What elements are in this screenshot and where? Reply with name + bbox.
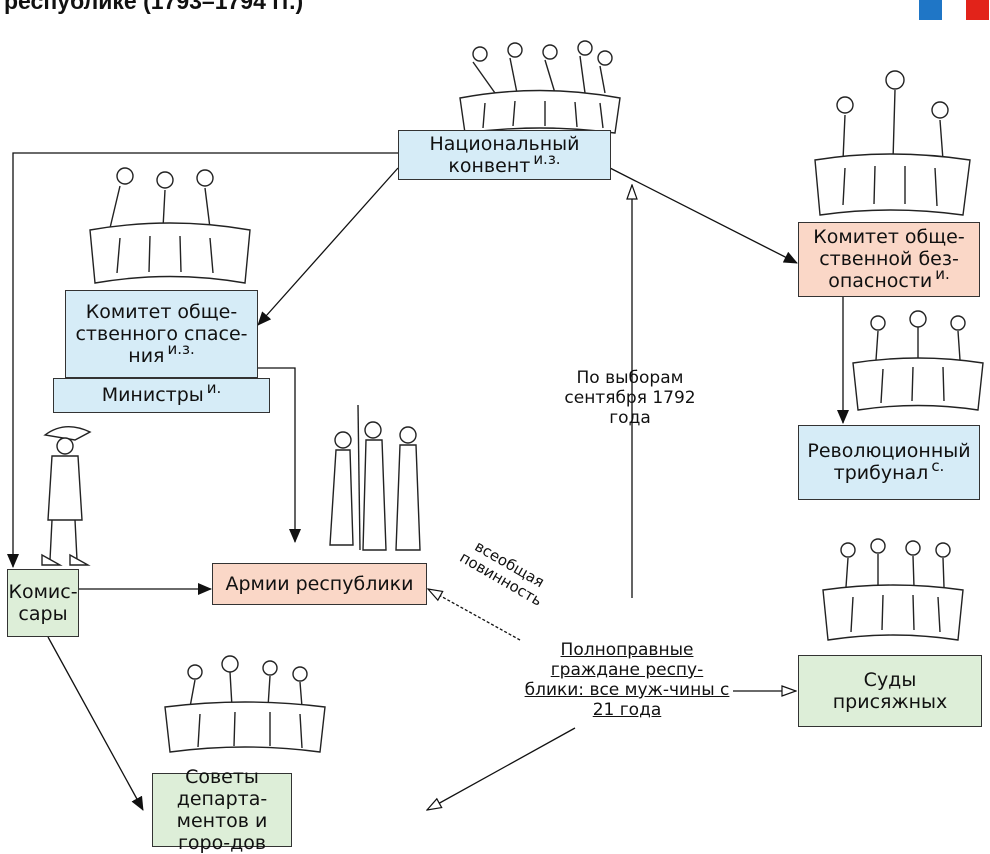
committee-public-safety-label: Комитет обще-ственного спасе-ния bbox=[75, 300, 248, 367]
diagram-title: республике (1793–1794 гг.) bbox=[4, 0, 304, 14]
arrow-convention-security bbox=[609, 167, 798, 264]
committee-general-security-tag: и. bbox=[935, 265, 950, 283]
national-convention-tag: и.з. bbox=[533, 149, 561, 168]
french-flag-icon bbox=[919, 0, 989, 20]
commissar-illustration bbox=[41, 426, 92, 566]
safety-committee-illustration bbox=[89, 167, 251, 284]
jury-courts-box: Суды присяжных bbox=[798, 655, 982, 727]
arrow-citizens-armies bbox=[428, 589, 521, 641]
elections-label: По выборам сентября 1792 года bbox=[564, 368, 696, 428]
security-committee-illustration bbox=[814, 70, 971, 216]
tribunal-illustration bbox=[852, 310, 984, 411]
revolutionary-tribunal-label: Революционный трибунал bbox=[807, 440, 971, 484]
ministers-label: Министры bbox=[101, 384, 204, 406]
army-illustration bbox=[329, 404, 421, 551]
ministers-tag: и. bbox=[206, 379, 222, 397]
committee-public-safety-tag: и.з. bbox=[167, 339, 195, 358]
revolutionary-tribunal-tag: с. bbox=[931, 457, 945, 475]
arrow-safety-armies bbox=[257, 367, 301, 543]
arrow-convention-commissars bbox=[7, 152, 398, 568]
convention-illustration bbox=[459, 40, 621, 134]
arrow-convention-safety bbox=[257, 167, 399, 326]
arrow-commissars-councils bbox=[47, 636, 144, 811]
full-citizens-label: Полноправные граждане респу-блики: все м… bbox=[524, 640, 730, 720]
juries-illustration bbox=[822, 538, 964, 641]
councils-illustration bbox=[164, 655, 326, 753]
local-councils-box: Советы департа-ментов и горо-дов bbox=[152, 766, 292, 854]
flag-white-stripe bbox=[942, 0, 966, 20]
commissars-box: Комис-сары bbox=[7, 569, 79, 637]
armies-box: Армии республики bbox=[212, 563, 427, 605]
flag-red-stripe bbox=[965, 0, 989, 20]
committee-general-security-label: Комитет обще-ственной без-опасности bbox=[813, 226, 965, 292]
flag-blue-stripe bbox=[919, 0, 943, 20]
arrow-citizens-councils bbox=[427, 727, 576, 810]
national-convention-label: Национальный конвент bbox=[429, 132, 580, 177]
